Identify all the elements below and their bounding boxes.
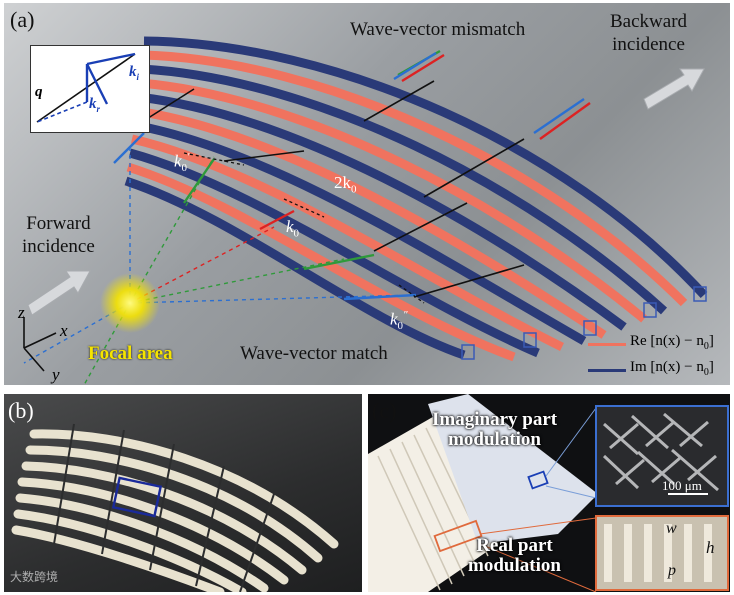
axis-y-label: y — [52, 365, 60, 385]
scale-bar-label: 100 μm — [662, 478, 702, 494]
inset-kr-label: kr — [89, 96, 100, 114]
panel-a-label: (a) — [10, 7, 34, 33]
wave-vector-inset: q ki kr — [30, 45, 150, 133]
k0-double-prime-label: k0″ — [390, 309, 408, 332]
two-k0-label: 2k0 — [334, 173, 357, 195]
axis-z-label: z — [18, 303, 25, 323]
legend-real-label: Re [n(x) − n0] — [630, 333, 714, 352]
focal-area-glow — [100, 273, 160, 333]
focal-area-label: Focal area — [88, 343, 173, 365]
inset-ki-label: ki — [129, 64, 139, 82]
wave-vector-mismatch-label: Wave-vector mismatch — [350, 19, 525, 41]
axis-x-label: x — [60, 321, 68, 341]
p-label: p — [668, 562, 676, 580]
inset-q-label: q — [35, 84, 43, 101]
legend-imag-swatch — [588, 369, 626, 372]
k0-label: k0 — [286, 217, 299, 239]
legend-imag-label: Im [n(x) − n0] — [630, 359, 714, 378]
panel-b: (b) 大数跨境 — [4, 394, 362, 592]
h-label: h — [706, 538, 715, 558]
wave-vector-match-label: Wave-vector match — [240, 343, 388, 365]
panel-c-label: (c) — [372, 398, 396, 424]
panel-b-label: (b) — [8, 398, 34, 424]
legend-real-swatch — [588, 343, 626, 346]
watermark: 大数跨境 — [10, 568, 58, 585]
k0-prime-label: k0′ — [174, 151, 189, 174]
fabricated-sample-photo — [4, 394, 362, 592]
w-label: w — [666, 520, 677, 538]
panel-a: (a) q ki kr Wave-vector mismatch Backwar… — [4, 3, 730, 385]
